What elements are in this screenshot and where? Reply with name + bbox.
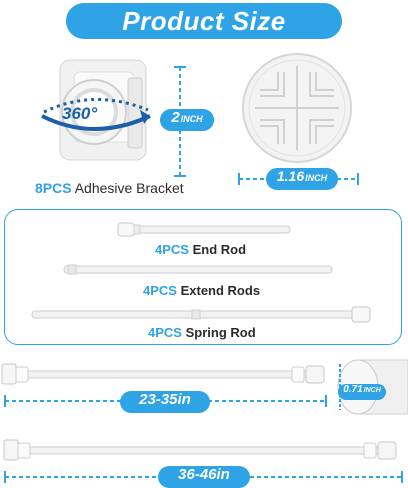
adhesive-bracket-image [41, 59, 151, 161]
page-title: Product Size [66, 3, 342, 39]
diameter-unit: INCH [363, 387, 381, 394]
extend-rod-caption: 4PCS Extend Rods [143, 283, 260, 298]
spring-rod-image [31, 306, 371, 323]
end-rod-count: 4PCS [155, 242, 189, 257]
bracket-name: Adhesive Bracket [74, 180, 184, 196]
assembled-rod-long-pill: 36-46in [158, 466, 250, 488]
spring-rod-name: Spring Rod [185, 325, 256, 340]
disc-width-unit: INCH [305, 173, 328, 183]
bracket-height-value: 2 [171, 109, 180, 126]
bracket-height-dimension [174, 66, 186, 177]
assembled-rod-long-image [3, 439, 397, 461]
rotation-label: 360° [62, 104, 98, 123]
bracket-count: 8PCS [35, 180, 72, 196]
extend-rod-name: Extend Rods [180, 283, 261, 298]
rods-section [4, 209, 402, 345]
spring-rod-caption: 4PCS Spring Rod [148, 325, 256, 340]
bracket-height-unit: INCH [180, 114, 203, 124]
extend-rod-image [63, 264, 333, 275]
assembled-rod-short-pill: 23-35in [120, 391, 210, 413]
adhesive-disc-image [242, 53, 352, 163]
disc-width-value: 1.16 [276, 168, 305, 184]
assembled-rod-short-dimension [4, 395, 327, 407]
spring-rod-count: 4PCS [148, 325, 182, 340]
diameter-value: 0.71 [343, 384, 363, 395]
assembled-rod-short-image [1, 363, 325, 385]
extend-rod-count: 4PCS [143, 283, 177, 298]
end-rod-image [117, 222, 291, 237]
rod-end-diameter-image [337, 359, 408, 415]
end-rod-name: End Rod [192, 242, 247, 257]
end-rod-caption: 4PCS End Rod [155, 242, 246, 257]
bracket-caption: 8PCS Adhesive Bracket [35, 180, 184, 196]
